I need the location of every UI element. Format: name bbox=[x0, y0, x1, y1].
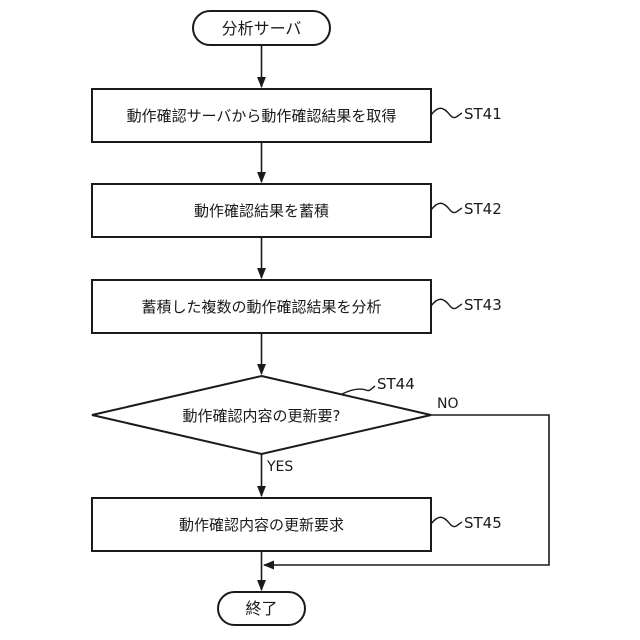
process-step-st42: 動作確認結果を蓄積 ST42 bbox=[92, 184, 502, 237]
process-label-st42: 動作確認結果を蓄積 bbox=[194, 202, 329, 220]
process-label-st41: 動作確認サーバから動作確認結果を取得 bbox=[127, 107, 397, 125]
process-label-st45: 動作確認内容の更新要求 bbox=[179, 516, 344, 534]
step-id-leader-st41 bbox=[431, 108, 462, 117]
branch-label-no: NO bbox=[437, 396, 459, 412]
step-id-st43: ST43 bbox=[464, 296, 502, 314]
step-id-leader-st44 bbox=[342, 386, 375, 394]
process-step-st45: 動作確認内容の更新要求 ST45 bbox=[92, 498, 502, 551]
process-step-st41: 動作確認サーバから動作確認結果を取得 ST41 bbox=[92, 89, 502, 142]
start-terminator-label: 分析サーバ bbox=[222, 19, 302, 38]
decision-label-st44: 動作確認内容の更新要? bbox=[183, 407, 341, 425]
step-id-st45: ST45 bbox=[464, 514, 502, 532]
step-id-st44: ST44 bbox=[377, 375, 415, 393]
step-id-leader-st43 bbox=[431, 299, 462, 308]
process-step-st43: 蓄積した複数の動作確認結果を分析 ST43 bbox=[92, 280, 502, 333]
step-id-leader-st45 bbox=[431, 517, 462, 526]
branch-label-yes: YES bbox=[266, 459, 293, 475]
step-id-st42: ST42 bbox=[464, 200, 502, 218]
process-label-st43: 蓄積した複数の動作確認結果を分析 bbox=[141, 298, 381, 316]
step-id-leader-st42 bbox=[431, 203, 462, 212]
decision-st44: 動作確認内容の更新要? ST44 bbox=[92, 375, 431, 454]
end-terminator-label: 終了 bbox=[245, 599, 277, 618]
end-terminator: 終了 bbox=[218, 592, 305, 625]
start-terminator: 分析サーバ bbox=[193, 11, 330, 45]
step-id-st41: ST41 bbox=[464, 105, 502, 123]
